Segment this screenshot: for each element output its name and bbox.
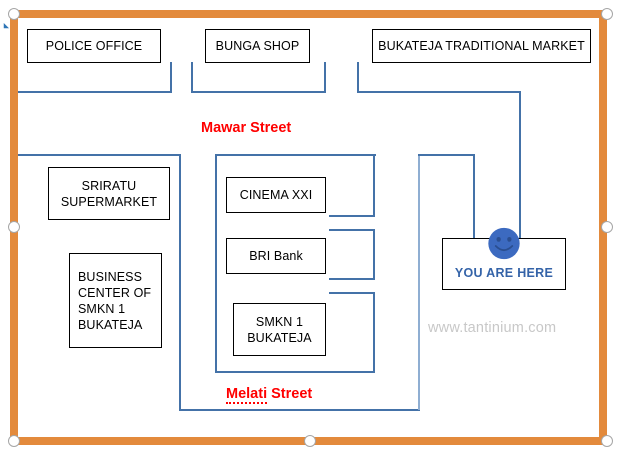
- building-label-line-1: SMKN 1: [255, 314, 304, 329]
- building-label-line-2: SUPERMARKET: [60, 194, 158, 209]
- road-segment-market-horizontal: [357, 91, 521, 93]
- building-smkn1-bukateja[interactable]: SMKN 1 BUKATEJA: [233, 303, 326, 356]
- road-segment-police-vertical: [170, 62, 172, 93]
- road-segment-right-block-left: [418, 154, 420, 410]
- resize-handle-bottom-right[interactable]: [601, 435, 613, 447]
- building-label: BRI Bank: [249, 249, 303, 263]
- building-bri-bank[interactable]: BRI Bank: [226, 238, 326, 274]
- road-segment-bunga-left: [191, 62, 193, 93]
- building-label-line-4: BUKATEJA: [78, 317, 143, 332]
- road-segment-left-block-top: [18, 154, 181, 156]
- building-bunga-shop[interactable]: BUNGA SHOP: [205, 29, 310, 63]
- building-label-line-2: BUKATEJA: [247, 330, 312, 345]
- building-label-line-3: SMKN 1: [78, 301, 126, 316]
- road-segment-bri-top: [329, 229, 375, 231]
- road-segment-right-block-mid: [473, 154, 475, 244]
- road-segment-smkn1-right: [373, 292, 375, 373]
- building-label-line-1: SRIRATU: [81, 178, 137, 193]
- road-segment-smkn1-top: [329, 292, 375, 294]
- resize-handle-bottom-middle[interactable]: [304, 435, 316, 447]
- building-business-center[interactable]: BUSINESS CENTER OF SMKN 1 BUKATEJA: [69, 253, 162, 348]
- road-segment-market-right: [519, 91, 521, 243]
- road-segment-police-horizontal: [18, 91, 172, 93]
- road-segment-left-block-right: [179, 154, 181, 410]
- road-segment-market-left: [357, 62, 359, 93]
- street-label-misspelled-word: Melati: [226, 386, 268, 404]
- road-segment-bri-right: [373, 229, 375, 279]
- smiley-face-icon: [488, 227, 520, 260]
- building-label: BUNGA SHOP: [215, 39, 300, 53]
- road-segment-right-block-top: [418, 154, 475, 156]
- you-are-here-box[interactable]: YOU ARE HERE: [442, 227, 566, 290]
- building-police-office[interactable]: POLICE OFFICE: [27, 29, 161, 63]
- resize-handle-top-right[interactable]: [601, 8, 613, 20]
- street-label-text: Street: [267, 386, 313, 402]
- street-label-melati: Melati Street: [226, 386, 313, 404]
- road-segment-left-block-bottom: [179, 409, 420, 411]
- road-segment-cinema-right: [373, 154, 375, 216]
- building-label-line-2: CENTER OF: [78, 285, 152, 300]
- road-segment-cinema-bottom: [329, 215, 375, 217]
- watermark-text: www.tantinium.com: [428, 320, 557, 336]
- building-label-line-1: BUSINESS: [78, 269, 143, 284]
- selection-border-top: [10, 10, 607, 18]
- resize-handle-left-middle[interactable]: [8, 221, 20, 233]
- road-segment-center-left: [215, 154, 217, 372]
- building-label: CINEMA XXI: [239, 188, 313, 202]
- building-label: BUKATEJA TRADITIONAL MARKET: [378, 39, 585, 53]
- resize-handle-top-left[interactable]: [8, 8, 20, 20]
- road-segment-bunga-right: [324, 62, 326, 93]
- building-label: POLICE OFFICE: [45, 39, 143, 53]
- building-bukateja-market[interactable]: BUKATEJA TRADITIONAL MARKET: [372, 29, 591, 63]
- building-cinema-xxi[interactable]: CINEMA XXI: [226, 177, 326, 213]
- building-sriratu-supermarket[interactable]: SRIRATU SUPERMARKET: [48, 167, 170, 220]
- road-segment-center-bottom: [215, 371, 375, 373]
- road-segment-bunga-horizontal: [191, 91, 326, 93]
- you-are-here-label: YOU ARE HERE: [454, 266, 554, 280]
- road-segment-center-top: [215, 154, 376, 156]
- resize-handle-bottom-left[interactable]: [8, 435, 20, 447]
- street-label-text: Mawar Street: [201, 120, 292, 136]
- road-segment-bri-bottom: [329, 278, 375, 280]
- resize-handle-right-middle[interactable]: [601, 221, 613, 233]
- street-label-mawar: Mawar Street: [201, 120, 291, 136]
